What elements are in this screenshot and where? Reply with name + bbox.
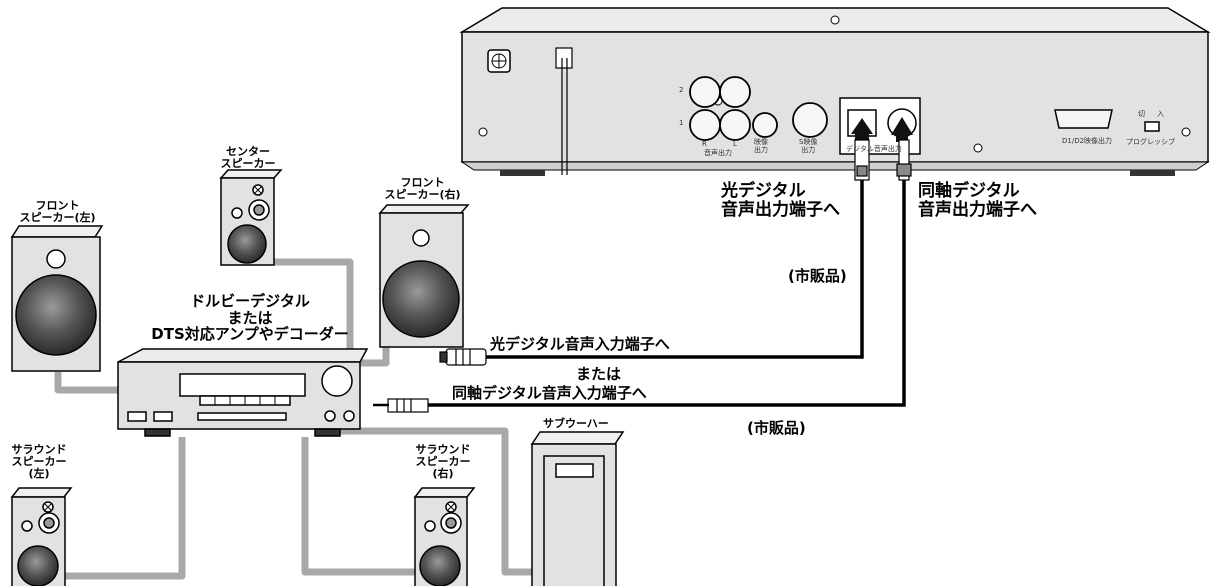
progressive-switch: [1144, 121, 1160, 132]
audio-jack-2-l: [719, 76, 751, 108]
amp-button: [153, 411, 173, 422]
speaker-surround-left: [10, 487, 73, 586]
jack-label-r: R: [702, 140, 707, 148]
amp-top: [117, 348, 369, 363]
amp-volume-knob: [321, 365, 353, 397]
optical-cable: [484, 180, 864, 359]
label-speaker-front-left: フロントスピーカー(左): [19, 199, 96, 225]
coaxial-plug-amp: [387, 398, 429, 413]
label-coaxial-output: 同軸デジタル音声出力端子へ: [918, 181, 1037, 220]
screw: [830, 15, 840, 25]
speaker-subwoofer: [530, 431, 625, 586]
amp-display: [179, 373, 306, 397]
amp-button: [127, 411, 147, 422]
speaker-front-right: [378, 204, 470, 348]
speaker-center: [219, 169, 283, 266]
player-foot-right: [1130, 170, 1175, 176]
jack-label-d1d2: D1/D2映像出力: [1062, 137, 1113, 145]
screw: [478, 127, 488, 137]
coaxial-cable: [427, 180, 906, 407]
woofer-cone: [419, 545, 461, 586]
player-bottom: [460, 161, 1210, 171]
label-retail-bottom: (市販品): [747, 419, 806, 437]
jack-label-s-video-out: S映像出力: [799, 138, 818, 154]
jack-label-ch2: 2: [679, 86, 684, 94]
jack-label-audio-out: 音声出力: [704, 149, 732, 157]
label-speaker-subwoofer: サブウーハー: [543, 417, 609, 430]
switch-label-off: 切: [1138, 110, 1145, 118]
speaker-front-left: [10, 225, 104, 372]
screw: [1181, 127, 1191, 137]
cable-surround-left: [65, 437, 186, 580]
amp-foot: [144, 428, 171, 437]
coaxial-plug-top: [898, 139, 910, 181]
label-retail-top: (市販品): [788, 267, 847, 285]
audio-jack-2-r: [689, 76, 721, 108]
digital-cables: [427, 180, 906, 407]
amp-slot: [197, 412, 287, 421]
cable-surround-right: [301, 437, 420, 576]
speaker-surround-right: [413, 487, 476, 586]
woofer-cone: [227, 224, 267, 264]
label-speaker-front-right: フロントスピーカー(右): [384, 176, 461, 202]
woofer-cone: [17, 545, 59, 586]
power-cord: [561, 58, 568, 175]
label-speaker-surround-left: サラウンドスピーカー(左): [11, 443, 67, 481]
audio-jack-1-r: [689, 109, 721, 141]
woofer-cone: [382, 260, 460, 338]
dvd-player: [459, 7, 1211, 176]
optical-plug-amp: [445, 348, 487, 366]
jack-label-video-out: 映像出力: [754, 138, 768, 154]
switch-label-on: 入: [1157, 110, 1164, 118]
amp-foot: [314, 428, 341, 437]
cable-subwoofer: [340, 427, 535, 576]
label-coaxial-input: 同軸デジタル音声入力端子へ: [452, 384, 647, 402]
jack-label-digital-out: デジタル音声出力: [846, 145, 902, 153]
amp-jack: [343, 410, 355, 422]
label-optical-input: 光デジタル音声入力端子へ: [490, 335, 670, 353]
av-amplifier: [117, 348, 369, 437]
cable-front-left: [54, 372, 124, 394]
audio-jack-1-l: [719, 109, 751, 141]
player-rear-panel: [461, 31, 1209, 163]
woofer-cone: [15, 274, 97, 356]
jack-label-l: L: [733, 140, 737, 148]
cable-front-right: [353, 347, 390, 367]
s-video-out-jack: [792, 102, 828, 138]
label-or: または: [576, 365, 622, 383]
label-speaker-surround-right: サラウンドスピーカー(右): [415, 443, 471, 481]
label-speaker-center: センタースピーカー: [220, 145, 276, 171]
jack-label-ch1: 1: [679, 119, 684, 127]
label-optical-output: 光デジタル音声出力端子へ: [721, 181, 840, 220]
d1d2-connector: [1054, 109, 1113, 129]
amp-jack: [324, 410, 336, 422]
player-foot-left: [500, 170, 545, 176]
video-out-jack: [752, 112, 778, 138]
switch-label-progressive: プログレッシブ: [1126, 138, 1175, 146]
screw: [973, 143, 983, 153]
power-cord-inlet: [555, 47, 573, 69]
